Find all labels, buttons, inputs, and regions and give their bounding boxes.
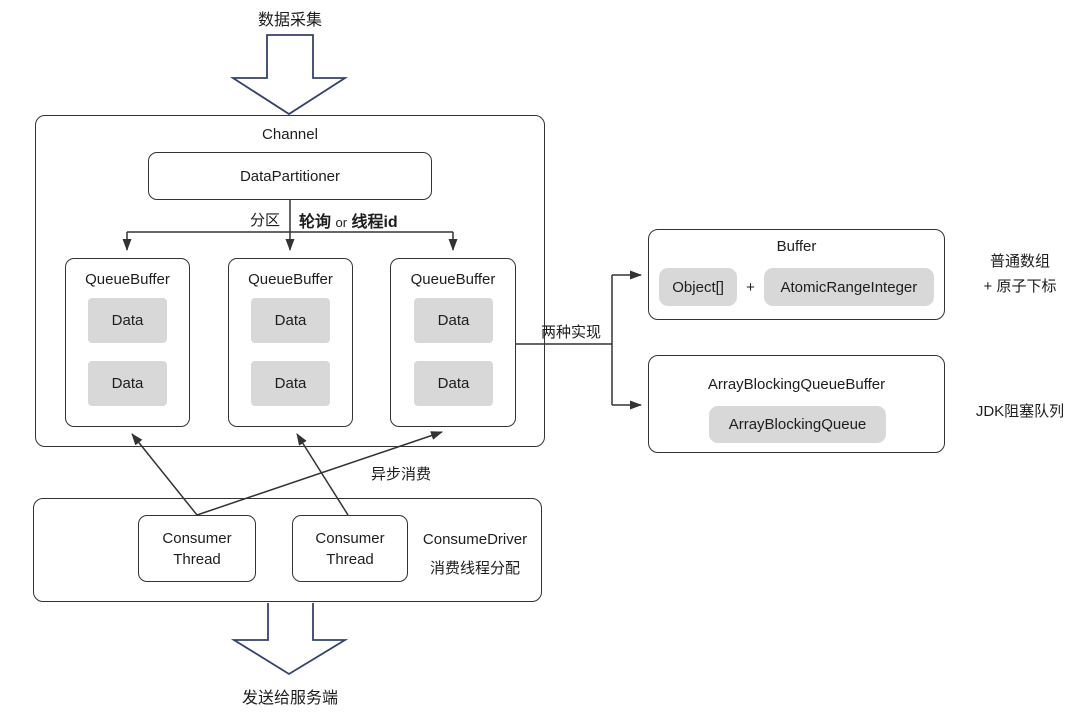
atomic-range-integer-chip: AtomicRangeInteger [763, 268, 934, 306]
data-partitioner-box: DataPartitioner [148, 152, 432, 200]
channel-title: Channel [262, 126, 318, 143]
strategy-or: or [335, 215, 348, 230]
queue-buffer-box-1: QueueBuffer Data Data [65, 258, 190, 427]
jdk-blocking-queue-annotation: JDK阻塞队列 [975, 403, 1065, 420]
buffer-annotation: 普通数组 + 原子下标 [962, 249, 1078, 299]
consumer-thread-line1: Consumer [315, 529, 385, 547]
data-chip: Data [88, 361, 167, 406]
bottom-flow-arrow-icon [230, 603, 349, 676]
strategy-roundrobin: 轮询 [299, 214, 332, 231]
partition-label: 分区 [249, 212, 280, 229]
buffer-annotation-line2: + 原子下标 [983, 278, 1057, 295]
consume-thread-assign-label: 消费线程分配 [429, 560, 520, 577]
data-collection-label: 数据采集 [257, 12, 322, 29]
consumer-thread-box-2: Consumer Thread [292, 515, 408, 582]
consumer-thread-line1: Consumer [162, 529, 232, 547]
object-array-chip: Object[] [659, 268, 738, 306]
data-chip: Data [414, 298, 493, 343]
queue-buffer-title: QueueBuffer [85, 271, 170, 288]
queue-buffer-box-3: QueueBuffer Data Data [390, 258, 516, 427]
top-flow-arrow-icon [229, 34, 349, 116]
queue-buffer-box-2: QueueBuffer Data Data [228, 258, 353, 427]
two-implementations-label: 两种实现 [541, 324, 602, 341]
consumer-thread-line2: Thread [173, 550, 221, 568]
consumer-thread-box-1: Consumer Thread [138, 515, 256, 582]
async-consume-label: 异步消费 [371, 466, 432, 483]
data-chip: Data [414, 361, 493, 406]
data-partitioner-label: DataPartitioner [239, 167, 341, 185]
partition-strategy-label: 轮询 or 线程id [299, 208, 398, 232]
data-chip: Data [251, 298, 330, 343]
array-blocking-queue-chip: ArrayBlockingQueue [709, 406, 886, 443]
buffer-annotation-line1: 普通数组 [989, 253, 1050, 270]
send-to-server-label: 发送给服务端 [241, 690, 338, 707]
buffer-title: Buffer [776, 238, 817, 255]
data-chip: Data [251, 361, 330, 406]
queue-buffer-title: QueueBuffer [410, 271, 496, 288]
data-chip: Data [88, 298, 167, 343]
consume-driver-label: ConsumeDriver [422, 531, 528, 548]
buffer-box: Buffer Object[] + AtomicRangeInteger [648, 229, 945, 320]
plus-sign: + [746, 278, 755, 296]
consumer-thread-line2: Thread [326, 550, 374, 568]
strategy-threadid: 线程id [351, 214, 398, 231]
consume-driver-box [33, 498, 542, 602]
array-blocking-queue-buffer-title: ArrayBlockingQueueBuffer [707, 376, 886, 393]
array-blocking-queue-buffer-box: ArrayBlockingQueueBuffer ArrayBlockingQu… [648, 355, 945, 453]
queue-buffer-title: QueueBuffer [248, 271, 333, 288]
